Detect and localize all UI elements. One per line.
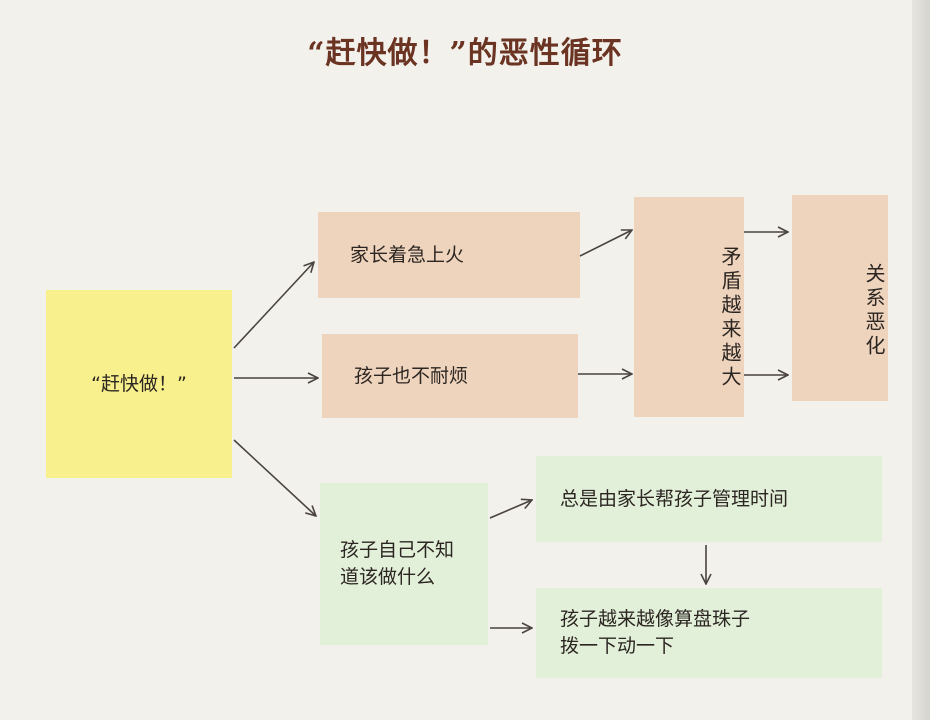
node-parent-anxious: 家长着急上火	[318, 212, 580, 298]
node-child-unsure-label: 孩子自己不知 道该做什么	[340, 539, 455, 588]
node-abacus-bead: 孩子越来越像算盘珠子 拨一下动一下	[536, 588, 882, 678]
node-child-unsure: 孩子自己不知 道该做什么	[320, 483, 488, 645]
arrow-parent-to-conflict	[579, 230, 632, 257]
node-start-label: “赶快做！”	[91, 372, 187, 395]
node-child-impatient: 孩子也不耐烦	[322, 334, 578, 418]
node-parent-manages-label: 总是由家长帮孩子管理时间	[560, 487, 789, 510]
node-child-impatient-label: 孩子也不耐烦	[354, 364, 469, 387]
arrow-start-to-parent	[233, 262, 314, 349]
node-relationship-label: 关系恶化	[862, 263, 886, 359]
node-parent-manages: 总是由家长帮孩子管理时间	[536, 456, 882, 542]
node-start: “赶快做！”	[46, 290, 232, 478]
node-abacus-bead-label: 孩子越来越像算盘珠子 拨一下动一下	[560, 608, 751, 657]
diagram-title: “赶快做！”的恶性循环	[307, 36, 623, 71]
node-conflict: 矛盾越来越大	[634, 197, 744, 417]
node-conflict-label: 矛盾越来越大	[718, 246, 742, 390]
arrow-unsure-to-manages	[489, 500, 532, 519]
page-edge	[912, 0, 930, 720]
node-relationship: 关系恶化	[792, 195, 888, 401]
arrow-start-to-unsure	[233, 439, 316, 516]
node-parent-anxious-label: 家长着急上火	[350, 243, 465, 266]
